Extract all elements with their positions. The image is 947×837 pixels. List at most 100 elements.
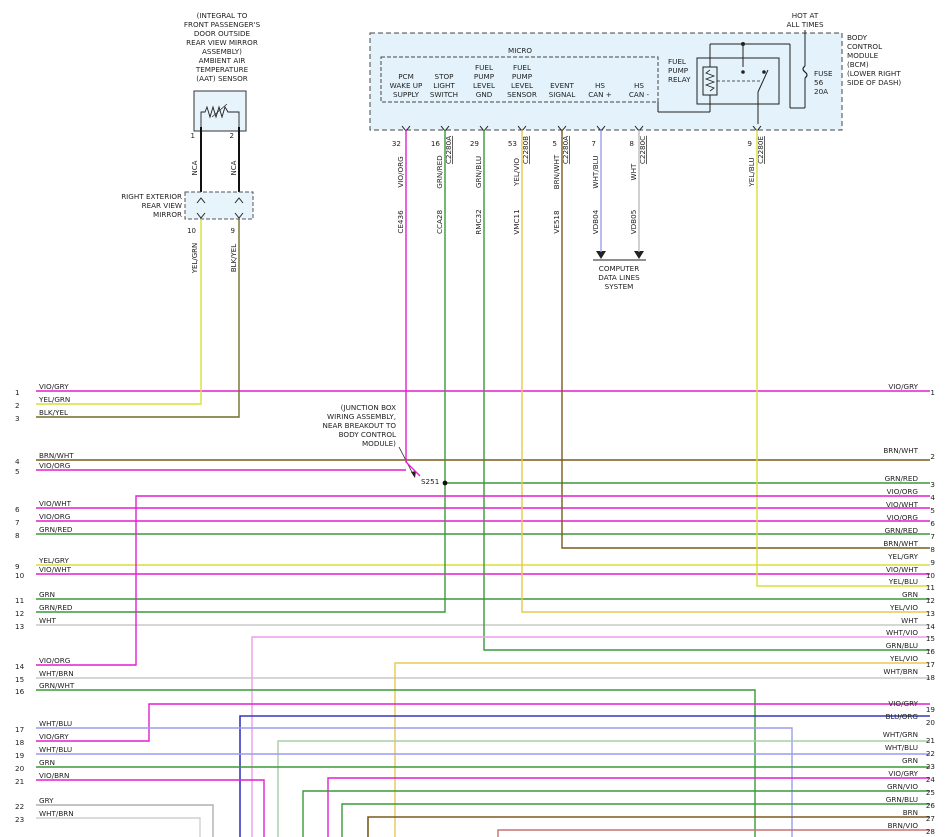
bcm-pin-color: YEL/VIO [512,158,521,187]
wires [36,130,930,837]
right-wire-number: 12 [926,596,935,605]
right-wire-number: 5 [930,506,935,515]
left-wire-color: VIO/WHT [39,499,72,508]
svg-text:SWITCH: SWITCH [430,90,458,99]
wire-grn-blu [341,803,930,837]
wire-wht-vio [251,636,930,837]
splice-dot [442,480,448,486]
bcm-connector: C2280B [521,136,530,164]
right-wire-number: 10 [926,571,936,580]
left-wire-color: YEL/GRY [38,556,69,565]
right-wire-number: 28 [926,827,936,836]
bcm-pin-number: 9 [747,139,752,148]
left-wire-number: 2 [15,401,20,410]
bcm-pin-color: BRN/WHT [552,154,561,189]
wire-brn [367,816,930,837]
left-wire-number: 6 [15,505,20,514]
left-wire-color: WHT/BRN [39,669,74,678]
svg-text:MODULE): MODULE) [362,439,396,448]
svg-text:SENSOR: SENSOR [507,90,537,99]
left-wire-color: GRN [39,590,55,599]
wire-brn-wht [561,130,930,549]
bcm-circuit: VE518 [552,210,561,234]
right-wire-number: 6 [930,519,935,528]
bcm-pin-color: VIO/ORG [396,156,405,187]
right-wire-number: 26 [926,801,936,810]
svg-text:SUPPLY: SUPPLY [393,90,420,99]
right-wire-number: 13 [926,609,935,618]
right-wire-color: YEL/GRY [887,552,918,561]
bcm-connector: C2280E [756,136,765,164]
svg-text:LEVEL: LEVEL [473,81,495,90]
left-wire-number: 12 [15,609,24,618]
right-wire-color: YEL/VIO [889,654,918,663]
wire-wht-brn [36,817,201,837]
svg-text:BODY: BODY [847,33,868,42]
wire-grn-wht [36,689,756,837]
wire-yel-vio [521,130,930,613]
right-wire-number: 9 [930,558,935,567]
right-wire-number: 17 [926,660,935,669]
wire-yel-grn [36,219,202,405]
aat-note-line: FRONT PASSENGER'S [184,20,261,29]
left-wire-number: 7 [15,518,20,527]
svg-text:LEVEL: LEVEL [511,81,533,90]
svg-text:(LOWER RIGHT: (LOWER RIGHT [847,69,901,78]
left-wire-color: VIO/BRN [39,771,69,780]
left-wire-color: VIO/ORG [39,461,70,470]
right-wire-number: 21 [926,736,935,745]
left-wire-number: 10 [15,571,25,580]
right-wire-number: 15 [926,634,935,643]
right-wire-color: VIO/ORG [887,513,918,522]
data-lines-label: SYSTEM [605,282,634,291]
left-wire-number: 3 [15,414,20,423]
wire-gry [36,804,214,837]
bcm-pin-color: GRN/BLU [474,156,483,188]
wire-wht-blu [36,727,793,837]
aat-note-line: (INTEGRAL TO [197,11,248,20]
bcm-pin-color: WHT [629,163,638,181]
svg-text:1: 1 [191,132,195,140]
fuse-label: 20A [814,87,828,96]
left-wire-color: GRN/WHT [39,681,75,690]
bcm-circuit: VDB05 [629,210,638,235]
left-wire-color: GRN/RED [39,603,73,612]
right-wire-color: YEL/BLU [888,577,918,586]
bcm-pin-number: 7 [591,139,596,148]
aat-note-line: TEMPERATURE [195,65,249,74]
right-wire-color: WHT/BRN [883,667,918,676]
svg-text:(BCM): (BCM) [847,60,869,69]
left-wire-color: VIO/GRY [39,732,69,741]
left-wire-number: 17 [15,725,24,734]
mirror-connector: RIGHT EXTERIOR REAR VIEW MIRROR 10 9 [121,191,254,235]
aat-sensor-note: (INTEGRAL TO FRONT PASSENGER'S DOOR OUTS… [184,11,261,83]
right-wire-color: GRN [902,756,918,765]
bcm-pin-color: YEL/BLU [747,157,756,187]
left-wire-number: 20 [15,764,25,773]
svg-text:SIDE OF DASH): SIDE OF DASH) [847,78,901,87]
right-wire-color: GRN [902,590,918,599]
splice-label: S251 [421,477,439,486]
right-wire-color: BRN/WHT [883,539,918,548]
left-wire-color: BRN/WHT [39,451,74,460]
svg-text:(JUNCTION BOX: (JUNCTION BOX [341,403,396,412]
aat-note-line: REAR VIEW MIRROR [186,38,258,47]
wire-grn-vio [302,790,930,837]
right-wire-color: WHT/BLU [885,743,918,752]
wire-brn-vio [497,829,930,837]
right-wire-color: VIO/WHT [886,565,919,574]
left-wire-color: WHT/BLU [39,719,72,728]
left-wire-color: WHT/BLU [39,745,72,754]
relay-box [696,57,780,105]
svg-text:PUMP: PUMP [474,72,495,81]
right-wire-number: 11 [926,583,935,592]
relay-label: FUEL [668,57,686,66]
right-wire-color: GRN/BLU [886,641,918,650]
right-wire-color: WHT/VIO [886,628,918,637]
wire-vio-org [405,130,421,477]
right-wire-color: VIO/GRY [888,769,918,778]
right-wire-number: 14 [926,622,936,631]
wire-grn-red [36,130,446,613]
